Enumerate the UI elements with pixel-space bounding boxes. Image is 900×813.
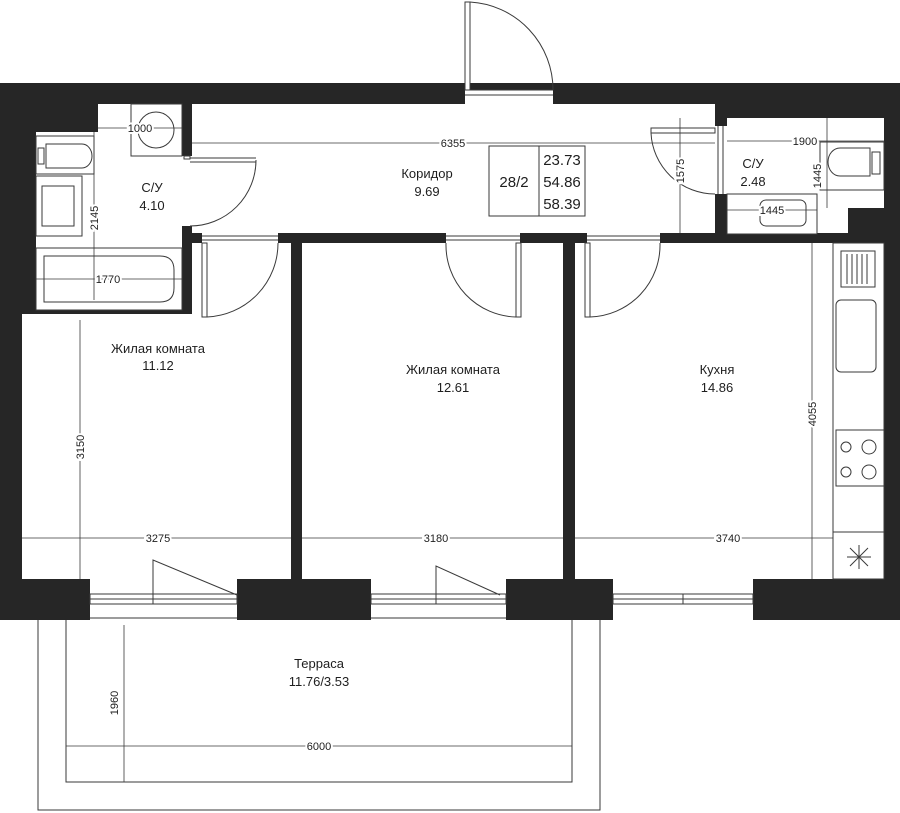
- room-labels: Коридор 9.69 С/У 4.10 С/У 2.48 Жилая ком…: [111, 156, 766, 689]
- room-area-bath1: 4.10: [139, 198, 164, 213]
- dim-label: 6000: [307, 741, 331, 753]
- dim-label: 1960: [109, 691, 121, 715]
- terrace-outline: [37, 617, 601, 811]
- dim-label: 6355: [441, 138, 465, 150]
- room-area-terrace: 11.76/3.53: [289, 674, 349, 689]
- dim-label: 2145: [89, 206, 101, 230]
- room-name-bath2: С/У: [742, 156, 764, 171]
- doors: [183, 1, 724, 318]
- room-name-living2: Жилая комната: [406, 362, 501, 377]
- windows: [89, 559, 754, 605]
- dim-label: 1445: [760, 205, 784, 217]
- walls: [0, 83, 900, 620]
- room-area-kitchen: 14.86: [701, 380, 734, 395]
- dim-label: 3275: [146, 533, 170, 545]
- room-name-terrace: Терраса: [294, 656, 345, 671]
- dimension-lines: [22, 118, 884, 782]
- room-name-living1: Жилая комната: [111, 341, 206, 356]
- dim-label: 1770: [96, 274, 120, 286]
- room-name-corridor: Коридор: [401, 166, 452, 181]
- floor-label: 28/2: [499, 174, 528, 191]
- room-name-bath1: С/У: [141, 180, 163, 195]
- room-area-corridor: 9.69: [414, 184, 439, 199]
- room-area-living2: 12.61: [437, 380, 470, 395]
- dim-label: 3150: [75, 435, 87, 459]
- dim-label: 3740: [716, 533, 740, 545]
- dim-label: 1445: [812, 164, 824, 188]
- dim-label: 4055: [807, 402, 819, 426]
- total-area-with-terrace: 58.39: [543, 196, 581, 213]
- fixtures: [35, 103, 885, 580]
- room-name-kitchen: Кухня: [700, 362, 735, 377]
- room-area-bath2: 2.48: [740, 174, 765, 189]
- total-area: 54.86: [543, 174, 581, 191]
- apartment-info-box: 28/2 23.73 54.86 58.39: [488, 145, 586, 217]
- room-area-living1: 11.12: [142, 358, 174, 373]
- living-area: 23.73: [543, 152, 581, 169]
- dim-label: 1575: [675, 159, 687, 183]
- dim-label: 1900: [793, 136, 817, 148]
- dim-label: 1000: [128, 123, 152, 135]
- dim-label: 3180: [424, 533, 448, 545]
- dimension-labels: 1000 6355 1900 1575 1445 1445 2145 1770 …: [73, 121, 826, 755]
